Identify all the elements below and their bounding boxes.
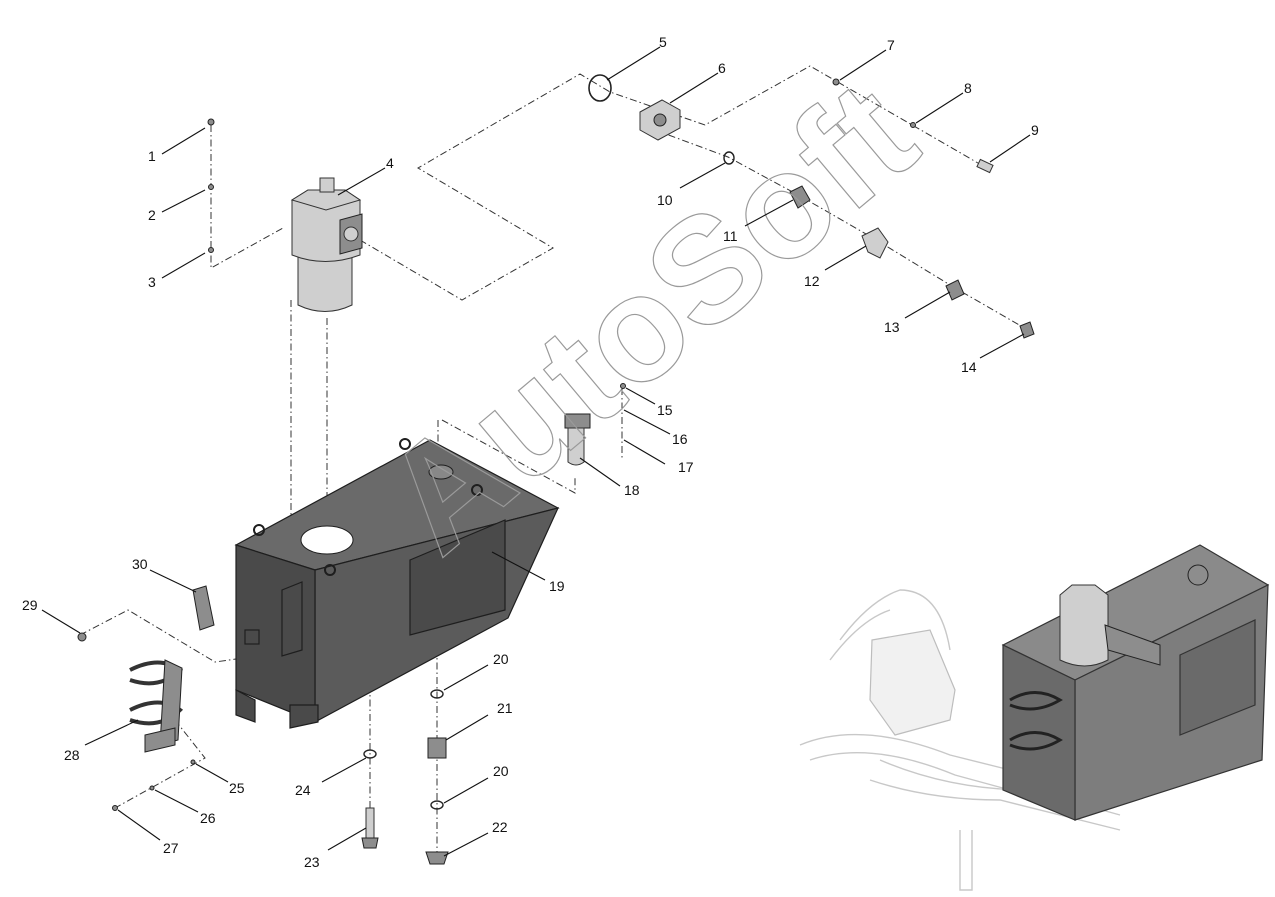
callout-30: 30 [132,556,148,572]
callout-18: 18 [624,482,640,498]
leader-lines [41,46,1031,857]
tank-accessories [77,585,449,865]
callout-1: 1 [148,148,156,164]
oring-flange [588,74,681,141]
callout-5: 5 [659,34,667,50]
callout-9: 9 [1031,122,1039,138]
callout-19: 19 [549,578,565,594]
fittings [723,78,1035,339]
callout-23: 23 [304,854,320,870]
return-filter [290,177,363,312]
callout-27: 27 [163,840,179,856]
callout-2: 2 [148,207,156,223]
callout-24: 24 [295,782,311,798]
breather-assembly [564,383,626,466]
callout-6: 6 [718,60,726,76]
callout-12: 12 [804,273,820,289]
context-view [799,544,1270,891]
callout-11: 11 [723,228,738,244]
callout-22: 22 [492,819,508,835]
callout-21: 21 [497,700,513,716]
callout-3: 3 [148,274,156,290]
callout-8: 8 [964,80,972,96]
callout-10: 10 [657,192,673,208]
callout-26: 26 [200,810,216,826]
callout-29: 29 [22,597,38,613]
callout-4: 4 [386,155,394,171]
callout-17: 17 [678,459,694,475]
callout-28: 28 [64,747,80,763]
callout-25: 25 [229,780,245,796]
hydraulic-tank [234,438,560,729]
callout-14: 14 [961,359,977,375]
callout-7: 7 [887,37,895,53]
bolt-washer-nut-set [207,118,215,253]
callout-labels: 1 2 3 4 5 6 7 8 9 10 11 12 13 14 15 16 1… [22,34,1039,870]
callout-20-top: 20 [493,651,509,667]
callout-13: 13 [884,319,900,335]
callout-15: 15 [657,402,673,418]
callout-16: 16 [672,431,688,447]
callout-20-bottom: 20 [493,763,509,779]
